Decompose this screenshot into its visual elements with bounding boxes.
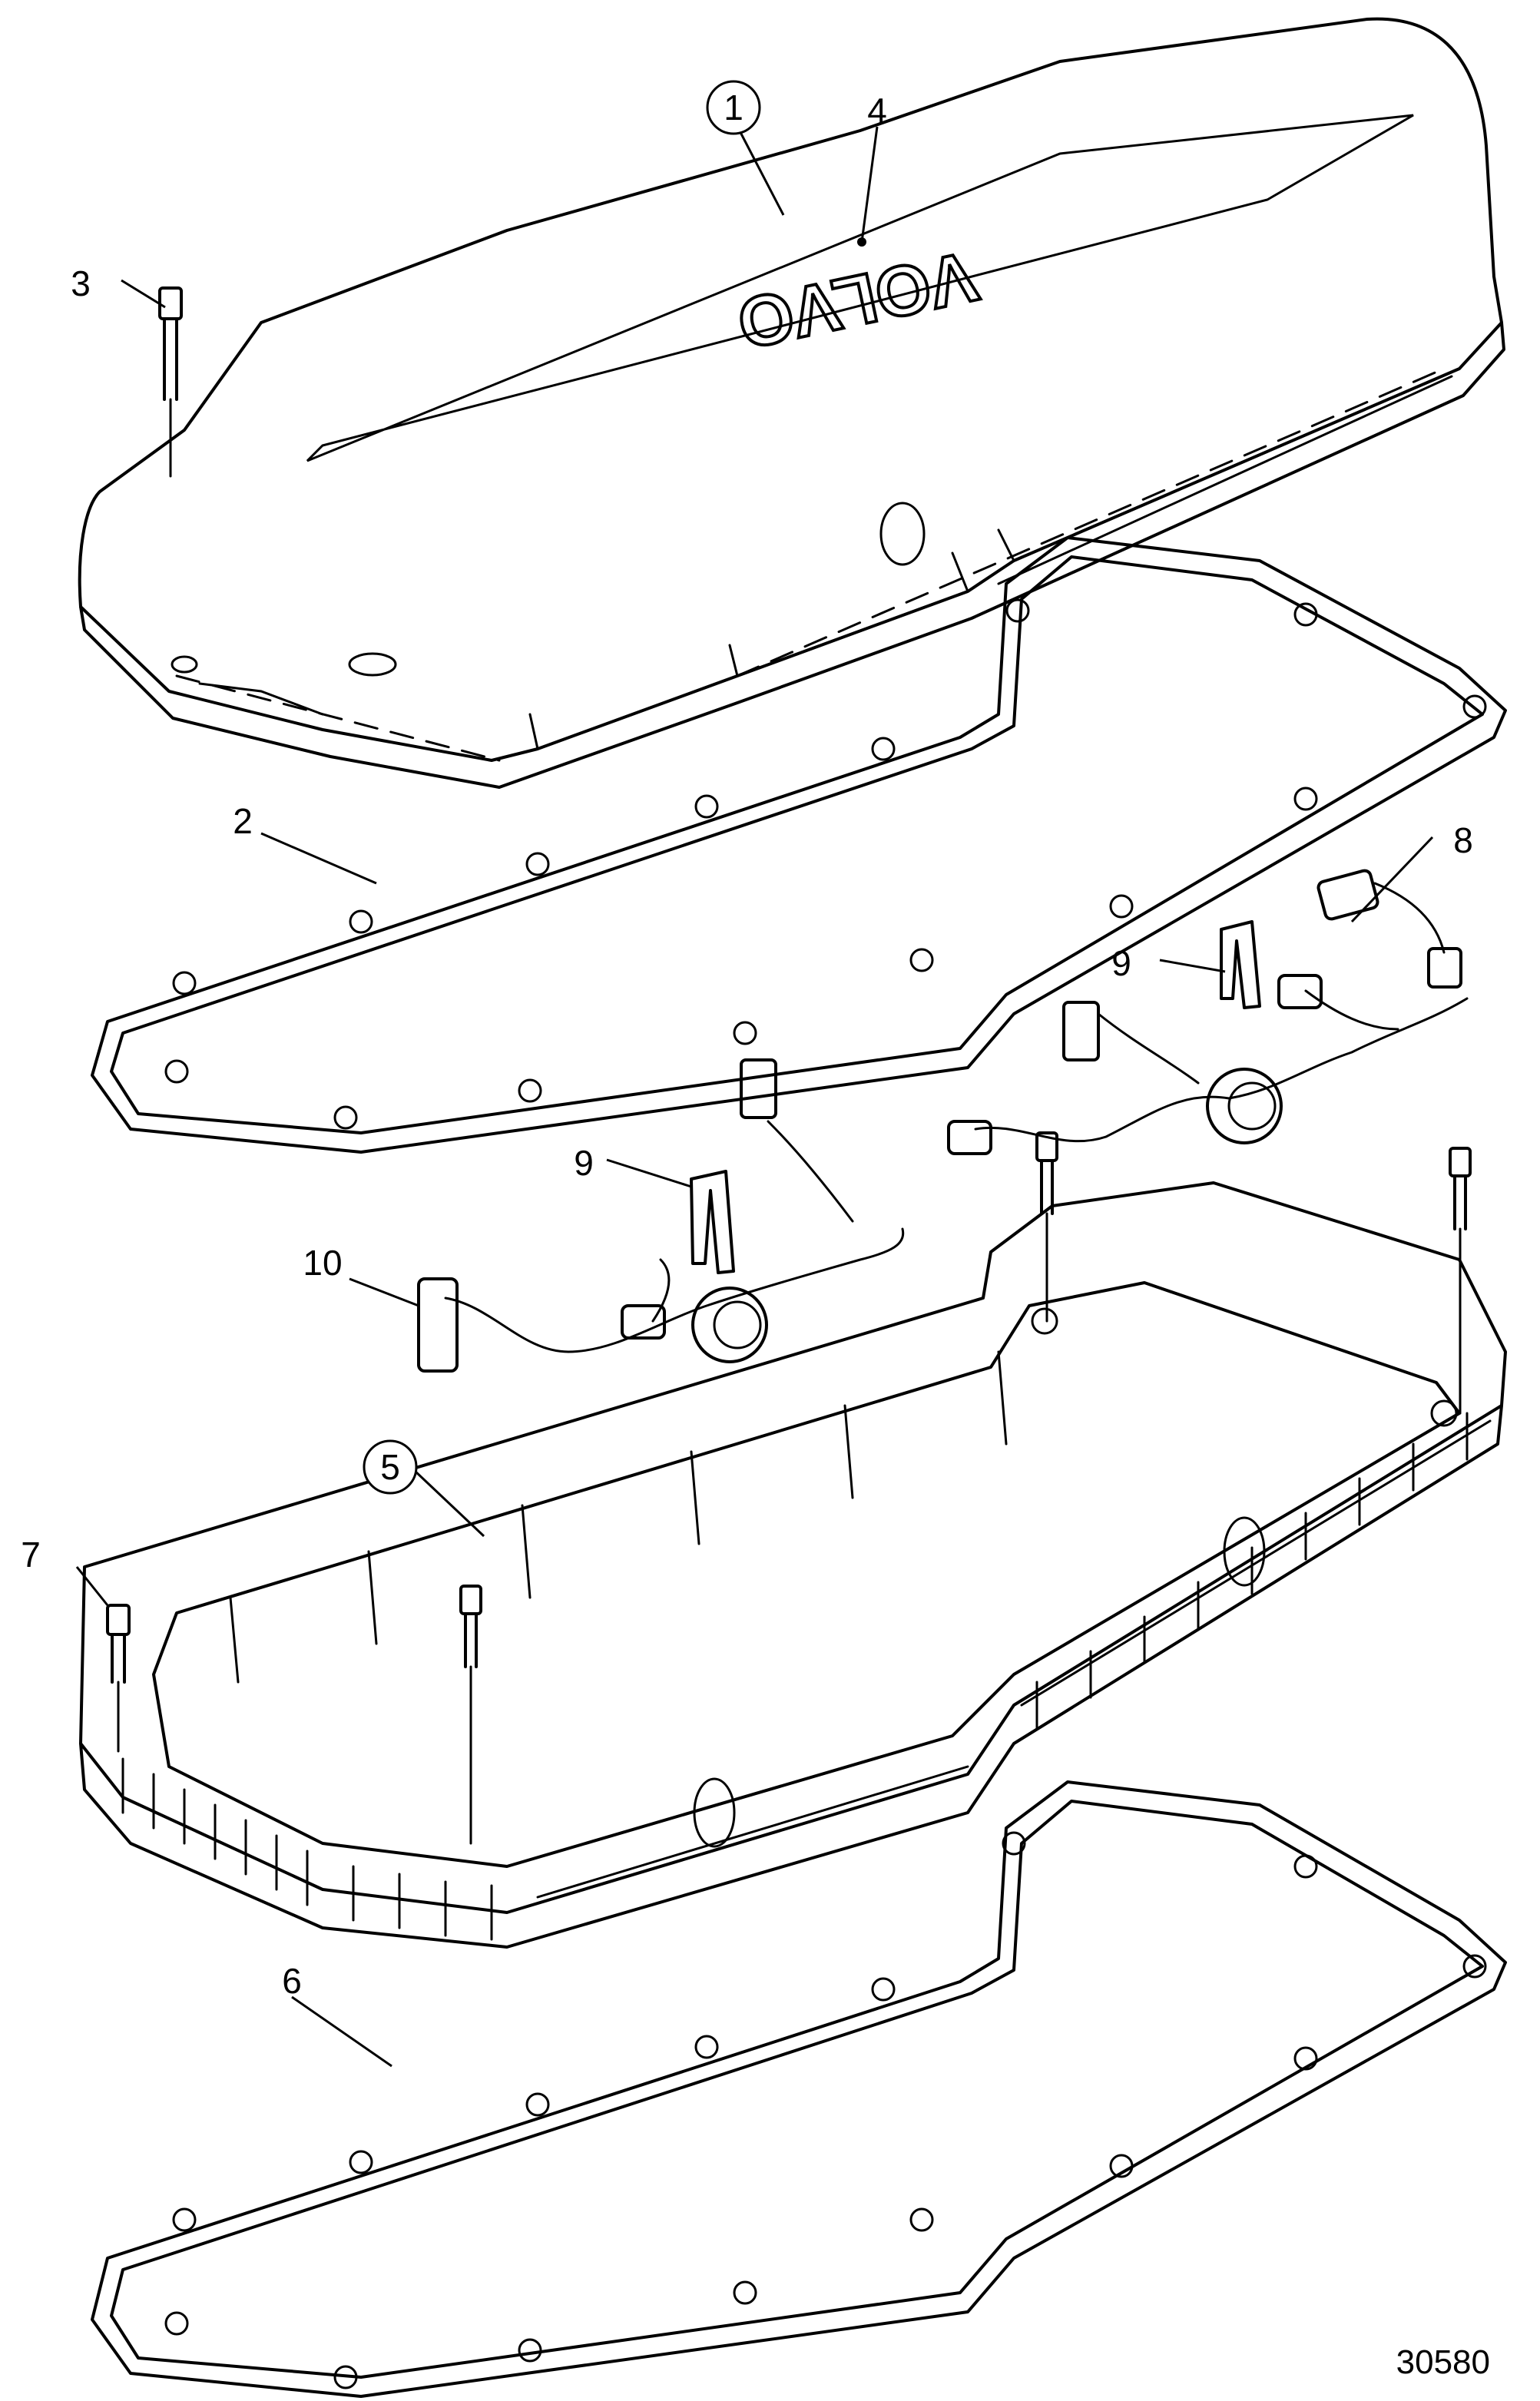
callout-6: 6: [282, 1961, 302, 2001]
clip-upper: [1220, 920, 1261, 1009]
volvo-logo: VOLVO: [730, 235, 986, 365]
svg-text:1: 1: [724, 88, 744, 128]
svg-text:6: 6: [282, 1961, 302, 2001]
leader-lines: [75, 118, 1434, 2068]
svg-text:5: 5: [380, 1447, 400, 1487]
clip-lower: [690, 1170, 735, 1274]
callout-9-upper: 9: [1111, 943, 1131, 983]
callout-9-lower: 9: [574, 1143, 594, 1183]
callout-3: 3: [71, 263, 91, 303]
upper-gasket: [91, 536, 1507, 1154]
callout-10: 10: [303, 1243, 342, 1283]
valve-cover: VOLVO: [78, 17, 1505, 789]
svg-text:3: 3: [71, 263, 91, 303]
svg-text:8: 8: [1453, 820, 1473, 860]
svg-text:4: 4: [867, 91, 887, 131]
lower-gasket: [91, 1780, 1507, 2398]
callout-1: 1: [706, 80, 761, 135]
callout-2: 2: [233, 801, 253, 841]
svg-text:10: 10: [303, 1243, 342, 1283]
stud: [106, 1604, 131, 1753]
cover-frame: [79, 1181, 1507, 1949]
drawing-number: 30580: [1396, 2343, 1490, 2381]
svg-text:2: 2: [233, 801, 253, 841]
cover-bolt: [158, 286, 183, 478]
svg-text:VOLVO: VOLVO: [731, 237, 985, 363]
callout-4: 4: [867, 91, 887, 131]
svg-text:9: 9: [1111, 943, 1131, 983]
wiring-harness-lower: [417, 1058, 905, 1373]
svg-text:9: 9: [574, 1143, 594, 1183]
callout-8: 8: [1453, 820, 1473, 860]
svg-text:7: 7: [21, 1535, 41, 1575]
callout-5: 5: [363, 1439, 418, 1495]
frame-studs: [459, 1131, 1472, 1845]
callout-7: 7: [21, 1535, 41, 1575]
wiring-harness-upper: [947, 869, 1469, 1155]
